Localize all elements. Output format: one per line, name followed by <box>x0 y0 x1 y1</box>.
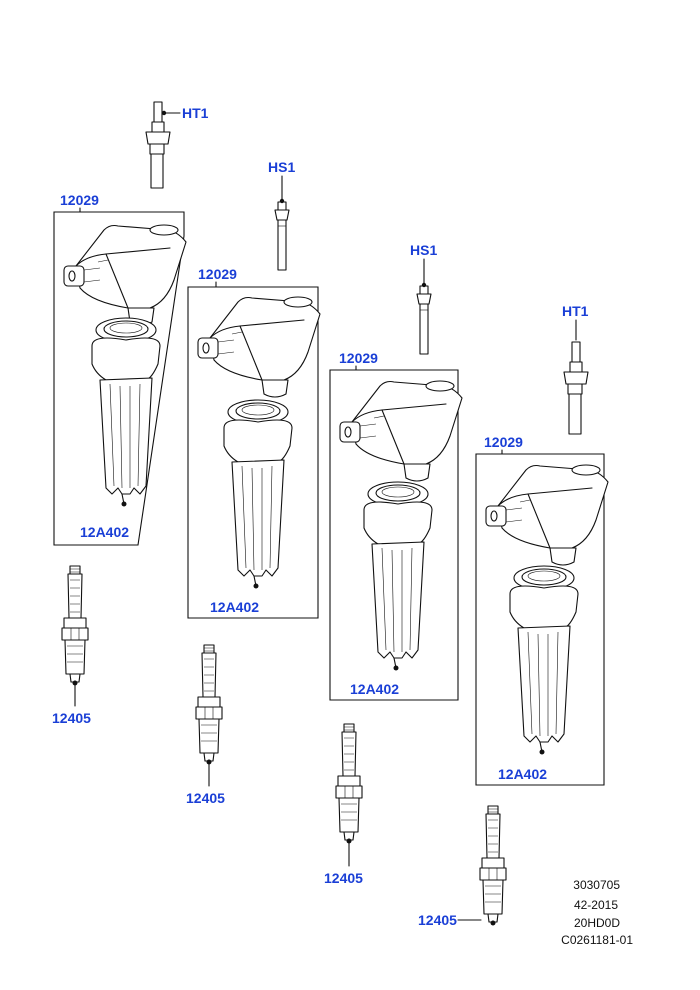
coil-label-2[interactable]: 12029 <box>198 266 237 282</box>
coil-boot-3 <box>363 481 433 672</box>
ignition-coil-4 <box>485 464 609 566</box>
spark-plug-4 <box>479 805 507 927</box>
plug-label-1[interactable]: 12405 <box>52 710 91 726</box>
coil-label-3[interactable]: 12029 <box>339 350 378 366</box>
coil-assembly-box-4 <box>475 453 605 786</box>
hs1-bolt-right <box>416 282 432 355</box>
ht1-label-right[interactable]: HT1 <box>562 303 589 319</box>
reference-line-3: 20HD0D <box>574 916 620 930</box>
coil-assembly-box-2 <box>187 286 319 619</box>
coil-assembly-box-3 <box>329 369 459 701</box>
boot-label-4[interactable]: 12A402 <box>498 766 547 782</box>
coil-boot-1 <box>91 317 161 508</box>
boot-label-3[interactable]: 12A402 <box>350 681 399 697</box>
spark-plug-3 <box>335 723 363 845</box>
coil-label-4[interactable]: 12029 <box>484 434 523 450</box>
reference-line-1: 3030705 <box>573 878 620 892</box>
coil-boot-2 <box>223 399 293 590</box>
spark-plug-2 <box>195 644 223 766</box>
coil-boot-4 <box>509 565 579 756</box>
ht1-stud-left <box>145 101 181 189</box>
boot-label-2[interactable]: 12A402 <box>210 599 259 615</box>
plug-label-2[interactable]: 12405 <box>186 790 225 806</box>
boot-label-1[interactable]: 12A402 <box>80 524 129 540</box>
plug-label-3[interactable]: 12405 <box>324 870 363 886</box>
coil-label-1[interactable]: 12029 <box>60 192 99 208</box>
ht1-label-left[interactable]: HT1 <box>182 105 209 121</box>
hs1-bolt-left <box>274 198 290 271</box>
ht1-stud-right <box>563 341 589 435</box>
hs1-label-left[interactable]: HS1 <box>268 159 295 175</box>
ignition-coil-3 <box>339 380 463 482</box>
plug-label-4[interactable]: 12405 <box>418 912 457 928</box>
hs1-label-right[interactable]: HS1 <box>410 242 437 258</box>
reference-line-2: 42-2015 <box>574 898 618 912</box>
ignition-coil-1 <box>63 224 187 326</box>
coil-assembly-box-1 <box>53 211 185 546</box>
reference-line-4: C0261181-01 <box>561 933 633 947</box>
ignition-coil-2 <box>197 296 321 398</box>
spark-plug-1 <box>61 565 89 687</box>
reference-codes: 3030705 42-2015 20HD0D C0261181-01 <box>561 878 633 947</box>
